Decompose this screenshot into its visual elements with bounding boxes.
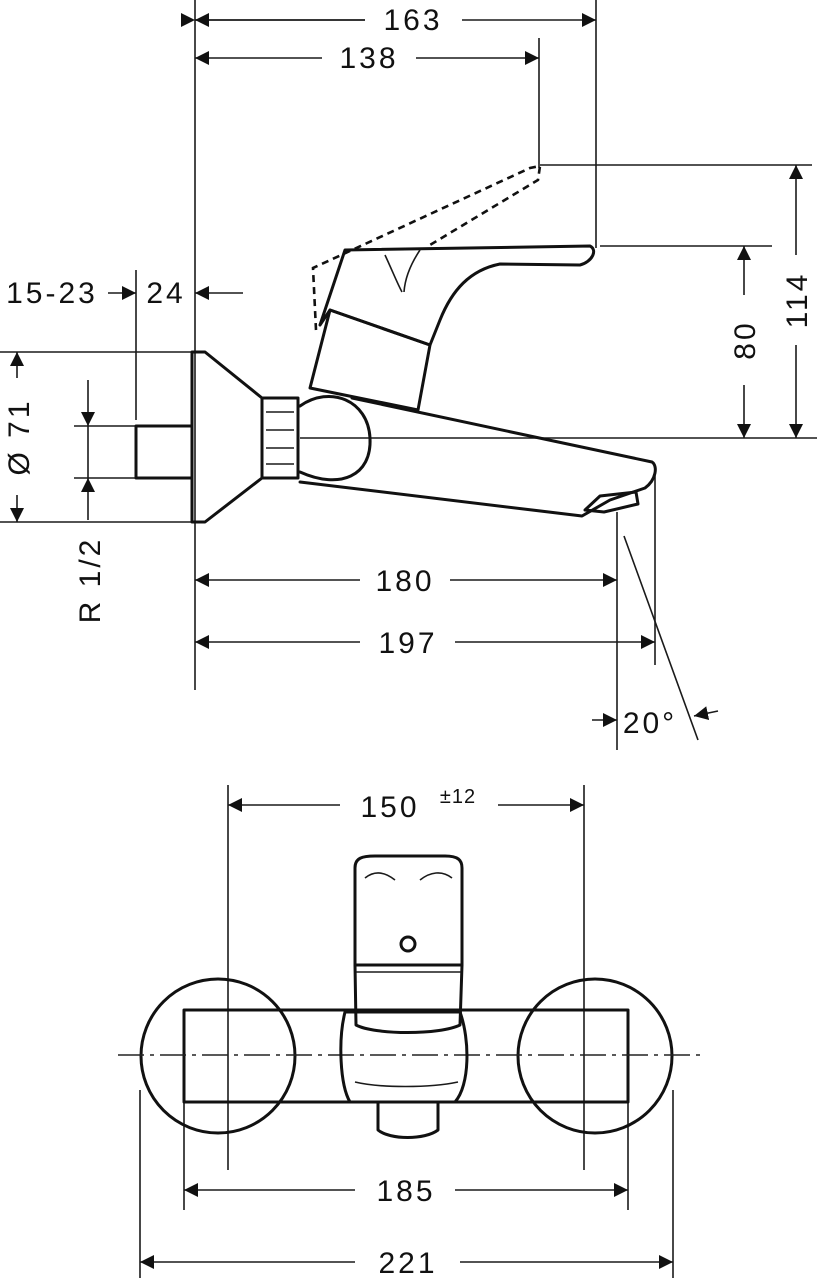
right-rosette bbox=[516, 977, 674, 1135]
dim-221-label: 221 bbox=[378, 1247, 437, 1280]
dim-angle-label: 20° bbox=[623, 707, 677, 740]
dim-163-label: 163 bbox=[383, 4, 442, 37]
central-housing bbox=[339, 1010, 469, 1104]
dim-thread-label: R 1/2 bbox=[74, 537, 107, 624]
aerator bbox=[583, 490, 640, 514]
dim-180-label: 180 bbox=[375, 565, 434, 598]
dim-71-label: Ø 71 bbox=[3, 398, 36, 475]
dim-80-label: 80 bbox=[729, 320, 762, 359]
lever-open-position bbox=[311, 164, 542, 331]
front-view: 150 ±12 185 221 bbox=[118, 785, 700, 1280]
indicator-dot bbox=[399, 935, 417, 953]
dim-150-tolerance: ±12 bbox=[440, 786, 476, 808]
mixer-body bbox=[298, 395, 372, 482]
dim-185-label: 185 bbox=[376, 1175, 435, 1208]
spout-angle-line bbox=[623, 535, 699, 741]
lever-handle bbox=[318, 244, 596, 347]
wall-connector bbox=[134, 424, 194, 480]
lever-stem-front bbox=[353, 963, 464, 1034]
dim-138-label: 138 bbox=[339, 42, 398, 75]
dim-114-label: 114 bbox=[781, 272, 814, 329]
outlet-aerator bbox=[376, 1100, 440, 1139]
wall-rosette bbox=[190, 350, 264, 524]
dim-line-angle-right bbox=[693, 706, 719, 720]
dim-150-label: 150 bbox=[360, 791, 419, 824]
left-rosette bbox=[139, 977, 297, 1135]
dim-15-23-label: 15-23 bbox=[6, 277, 98, 310]
dim-24-label: 24 bbox=[146, 277, 185, 310]
union-nut bbox=[260, 396, 300, 480]
spout bbox=[298, 396, 657, 518]
lever-handle-front bbox=[353, 854, 464, 967]
side-view: 163 138 15-23 24 Ø 71 R 1/2 80 114 180 bbox=[0, 0, 817, 750]
mixer-body-front bbox=[182, 1008, 630, 1104]
dim-197-label: 197 bbox=[378, 627, 437, 660]
